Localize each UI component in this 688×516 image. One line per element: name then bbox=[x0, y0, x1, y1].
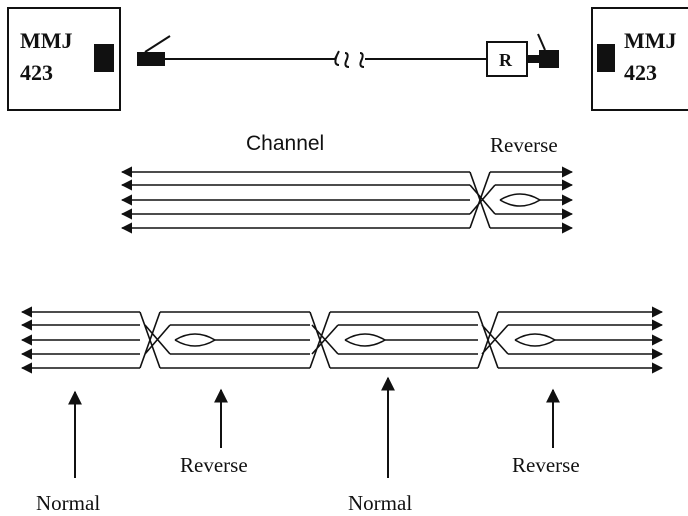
right-device-label-1: MMJ bbox=[624, 28, 677, 53]
reverse-label-top: Reverse bbox=[490, 133, 558, 157]
label-normal-2: Normal bbox=[348, 491, 412, 515]
left-device-label-1: MMJ bbox=[20, 28, 73, 53]
cable-line bbox=[165, 50, 487, 68]
chain-wires bbox=[20, 306, 664, 374]
reverser-adapter: R bbox=[486, 41, 528, 77]
right-jack bbox=[597, 44, 615, 72]
label-reverse-2: Reverse bbox=[512, 453, 580, 477]
left-plug bbox=[137, 35, 171, 66]
label-reverse-1: Reverse bbox=[180, 453, 248, 477]
channel-wires bbox=[120, 166, 574, 234]
reverser-label: R bbox=[499, 50, 513, 70]
right-plug bbox=[527, 33, 559, 68]
left-jack bbox=[94, 44, 114, 72]
left-device-label-2: 423 bbox=[20, 60, 53, 85]
right-device-label-2: 423 bbox=[624, 60, 657, 85]
channel-label: Channel bbox=[246, 132, 324, 155]
left-mmj-device: MMJ 423 bbox=[7, 7, 121, 111]
right-mmj-device: MMJ 423 bbox=[591, 7, 688, 111]
label-normal-1: Normal bbox=[36, 491, 100, 515]
